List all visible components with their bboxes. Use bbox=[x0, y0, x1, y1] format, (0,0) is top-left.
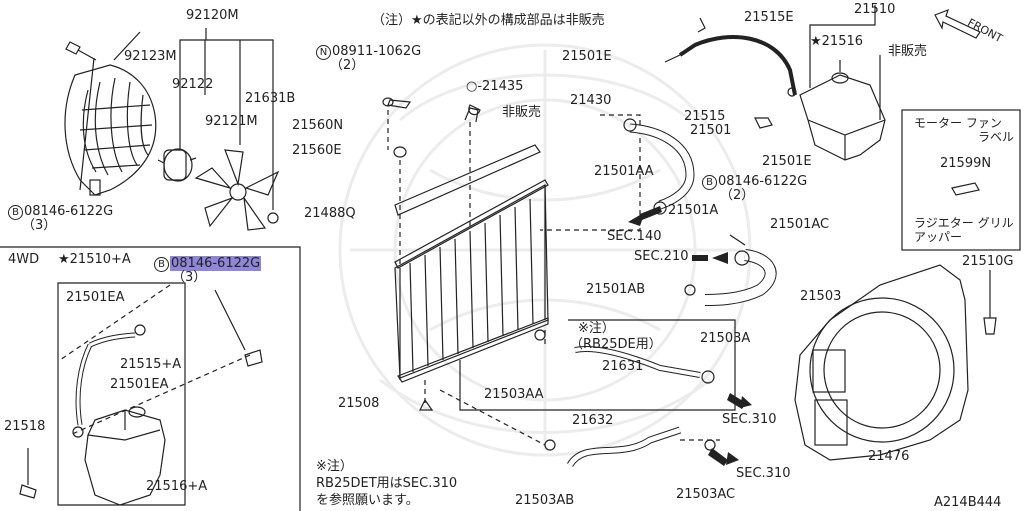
fan-shroud-large bbox=[794, 264, 969, 461]
top-note: （注）★の表記以外の構成部品は非販売 bbox=[372, 13, 605, 28]
bolt-symbol: B bbox=[702, 175, 717, 190]
part-21560N[interactable]: 21560N bbox=[292, 118, 344, 133]
part-21501AB[interactable]: 21501AB bbox=[586, 282, 646, 297]
sec-210-ref[interactable]: SEC.210 bbox=[634, 249, 689, 264]
sec-310-ref-a[interactable]: SEC.310 bbox=[722, 412, 777, 427]
motor-fan-label-box bbox=[901, 109, 1021, 251]
part-92120M[interactable]: 92120M bbox=[186, 8, 239, 23]
part-21435[interactable]: ○-21435 bbox=[466, 79, 524, 94]
overflow-hose bbox=[678, 35, 797, 96]
flow-arrows bbox=[628, 206, 752, 466]
part-21501[interactable]: 21501 bbox=[690, 123, 732, 138]
nut-qty: （2） bbox=[330, 58, 365, 73]
part-21516A[interactable]: 21516+A bbox=[146, 479, 208, 494]
part-21515[interactable]: 21515 bbox=[684, 109, 726, 124]
motor-fan-label-sub: ラベル bbox=[978, 130, 1015, 144]
part-21488Q[interactable]: 21488Q bbox=[304, 206, 356, 221]
part-21430[interactable]: 21430 bbox=[570, 93, 612, 108]
part-21501E-lower[interactable]: 21501E bbox=[762, 154, 812, 169]
bolt-qty-a: （3） bbox=[22, 218, 57, 233]
part-21501EA-upper[interactable]: 21501EA bbox=[66, 290, 125, 305]
reservoir-tank bbox=[799, 72, 886, 161]
part-21503A[interactable]: 21503A bbox=[700, 331, 751, 346]
4wd-box-border bbox=[0, 246, 301, 511]
part-21503AA[interactable]: 21503AA bbox=[484, 387, 544, 402]
part-21632[interactable]: 21632 bbox=[572, 413, 614, 428]
fan-shroud-small bbox=[64, 64, 157, 196]
part-21503AB[interactable]: 21503AB bbox=[515, 493, 575, 508]
part-92122[interactable]: 92122 bbox=[172, 77, 214, 92]
radiator bbox=[394, 179, 549, 383]
fan-motor bbox=[157, 148, 197, 182]
part-21503[interactable]: 21503 bbox=[800, 289, 842, 304]
motor-fan-label-title: モーター ファン bbox=[914, 116, 1002, 130]
part-92121M[interactable]: 92121M bbox=[205, 114, 258, 129]
bottom-note-mark: ※注） bbox=[316, 459, 353, 474]
part-21508[interactable]: 21508 bbox=[338, 396, 380, 411]
bolt-qty-b: （2） bbox=[720, 188, 755, 203]
non-sale-note-2: 非販売 bbox=[888, 44, 928, 59]
part-21501EA-lower[interactable]: 21501EA bbox=[110, 377, 169, 392]
front-arrow bbox=[934, 8, 981, 39]
figure-id: A214B444 bbox=[934, 495, 1002, 510]
sec-140-ref[interactable]: SEC.140 bbox=[607, 229, 662, 244]
4wd-label: 4WD bbox=[8, 252, 40, 267]
cooling-fan bbox=[194, 149, 280, 231]
reservoir-4wd bbox=[57, 282, 186, 506]
bottom-note-line2: を参照願います。 bbox=[316, 493, 419, 508]
part-21510[interactable]: 21510 bbox=[854, 2, 896, 17]
part-21501E-upper[interactable]: 21501E bbox=[562, 49, 612, 64]
part-21515A[interactable]: 21515+A bbox=[120, 357, 182, 372]
part-21516[interactable]: ★21516 bbox=[810, 34, 864, 49]
bolt-symbol: B bbox=[8, 205, 23, 220]
bolt-qty-c: （3） bbox=[172, 270, 207, 285]
grille-label-2: アッパー bbox=[914, 230, 963, 244]
rb25de-label: （RB25DE用） bbox=[570, 337, 662, 352]
part-21510A[interactable]: ★21510+A bbox=[58, 252, 131, 267]
part-21501AC[interactable]: 21501AC bbox=[770, 217, 830, 232]
part-21599N[interactable]: 21599N bbox=[940, 156, 992, 171]
part-21631B[interactable]: 21631B bbox=[245, 91, 296, 106]
part-21503AC[interactable]: 21503AC bbox=[676, 487, 736, 502]
radiator-seal bbox=[394, 144, 541, 216]
part-21501A[interactable]: 21501A bbox=[668, 203, 719, 218]
part-21501AA[interactable]: 21501AA bbox=[594, 164, 654, 179]
bottom-note-line1: RB25DET用はSEC.310 bbox=[316, 476, 458, 491]
sec-310-ref-b[interactable]: SEC.310 bbox=[736, 466, 791, 481]
part-92123M[interactable]: 92123M bbox=[124, 49, 177, 64]
part-21510G[interactable]: 21510G bbox=[962, 254, 1014, 269]
part-21515E[interactable]: 21515E bbox=[744, 10, 794, 25]
rb25de-box bbox=[459, 319, 736, 411]
part-21476[interactable]: 21476 bbox=[868, 449, 910, 464]
grille-label-1: ラジエター グリル bbox=[914, 216, 1014, 230]
nut-symbol: N bbox=[316, 45, 331, 60]
part-21560E[interactable]: 21560E bbox=[292, 143, 342, 158]
part-21631[interactable]: 21631 bbox=[602, 359, 644, 374]
part-21518[interactable]: 21518 bbox=[4, 419, 46, 434]
bolt-symbol: B bbox=[154, 257, 169, 272]
non-sale-note-1: 非販売 bbox=[502, 105, 542, 120]
rb-note-mark: ※注） bbox=[578, 321, 615, 336]
